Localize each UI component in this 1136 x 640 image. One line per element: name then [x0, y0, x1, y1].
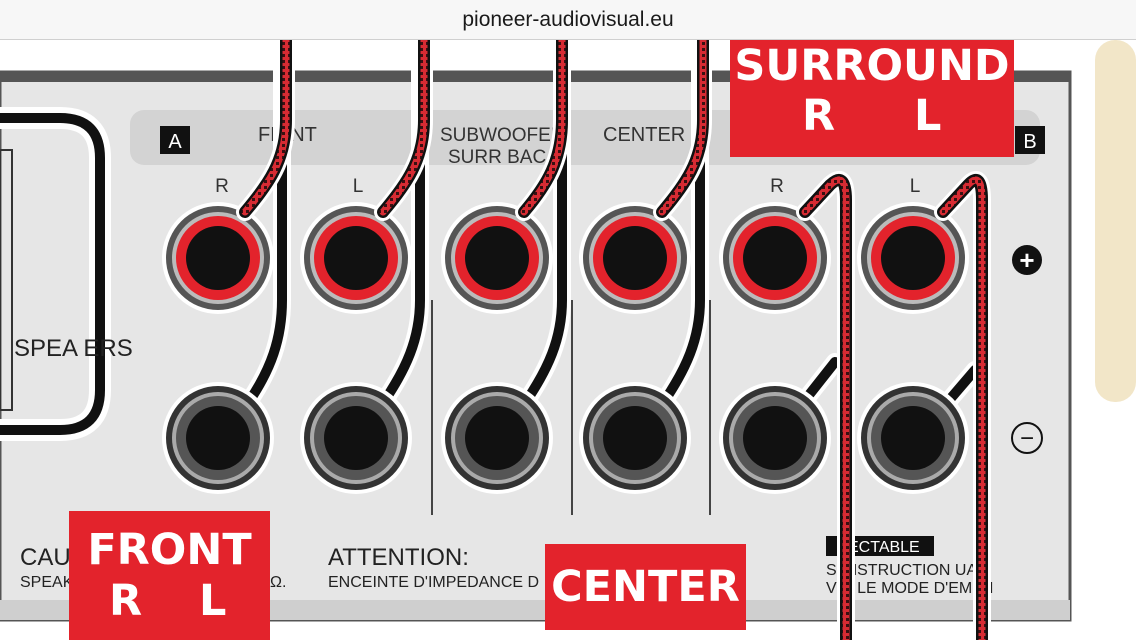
front-r-label: R [215, 176, 229, 197]
center-group-label: CENTER [603, 124, 685, 146]
url-text[interactable]: pioneer-audiovisual.eu [462, 8, 674, 31]
front-l-label: L [353, 176, 364, 197]
selectable-text: ECTABLE [848, 539, 920, 556]
surround-r-label: R [770, 176, 784, 197]
terminal-front-r-negative [162, 382, 274, 494]
terminal-subwoofer-positive [441, 202, 553, 314]
terminal-subwoofer-negative [441, 382, 553, 494]
speakers-label: SPEA ERS [14, 335, 133, 362]
svg-text:−: − [1020, 425, 1034, 452]
subwoofer-label: SUBWOOFER [440, 125, 565, 146]
block-a-badge [160, 126, 190, 154]
block-a-label: A [168, 131, 182, 153]
terminal-front-r-positive [162, 202, 274, 314]
front-callout: FRONT R L [69, 511, 270, 640]
side-panel [1095, 40, 1136, 402]
positive-cables [236, 40, 991, 640]
minus-icon [1011, 422, 1043, 454]
caution-text: CAU [20, 544, 71, 571]
block-b-badge [1015, 126, 1045, 154]
terminal-surround-l-positive [857, 202, 969, 314]
terminal-center-negative [579, 382, 691, 494]
front-callout-title: FRONT [87, 525, 252, 575]
surr-back-label: SURR BAC [448, 147, 546, 168]
product-diagram: A B FR NT SUBWOOFER SURR BAC CENTER R L … [0, 40, 1136, 640]
terminal-surround-r-positive [719, 202, 831, 314]
plus-icon [1012, 245, 1042, 275]
positive-terminals [162, 202, 969, 314]
speaker-terminal-illustration: A B FR NT SUBWOOFER SURR BAC CENTER R L … [0, 40, 1136, 640]
instruction-line-2: V R LE MODE D'EM OI [826, 580, 994, 597]
terminal-front-l-negative [300, 382, 412, 494]
surround-callout: SURROUND R L [730, 40, 1014, 157]
terminal-center-positive [579, 202, 691, 314]
terminal-surround-l-negative [857, 382, 969, 494]
terminal-surround-r-negative [719, 382, 831, 494]
instruction-line-1: S INSTRUCTION UAL [826, 562, 986, 579]
attention-text: ATTENTION: [328, 544, 469, 571]
ohm-fragment: Ω. [270, 574, 286, 591]
terminal-front-l-positive [300, 202, 412, 314]
center-callout-title: CENTER [551, 562, 740, 612]
browser-address-bar[interactable]: pioneer-audiovisual.eu [0, 0, 1136, 40]
surround-callout-l: L [914, 91, 942, 141]
center-callout: CENTER [545, 544, 746, 630]
surround-callout-r: R [802, 91, 836, 141]
front-callout-l: L [199, 576, 227, 626]
front-callout-r: R [109, 576, 143, 626]
block-b-label: B [1023, 131, 1036, 153]
caution-subtext: SPEAK [20, 574, 74, 591]
surround-l-label: L [910, 176, 921, 197]
negative-terminals [162, 382, 969, 494]
attention-subtext: ENCEINTE D'IMPEDANCE D [328, 574, 539, 591]
svg-text:+: + [1019, 245, 1034, 275]
surround-callout-title: SURROUND [734, 41, 1010, 91]
